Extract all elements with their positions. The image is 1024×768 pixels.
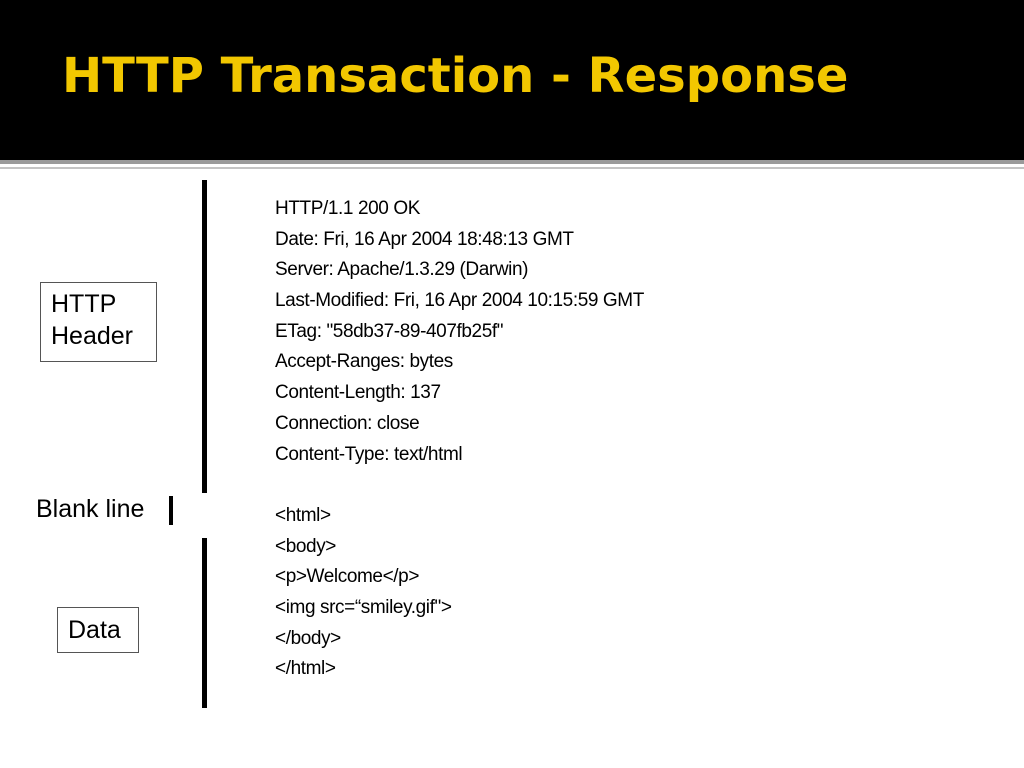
title-band: HTTP Transaction - Response xyxy=(0,0,1024,160)
blank-line-label: Blank line xyxy=(36,495,145,523)
response-body-line: <html> xyxy=(275,504,331,526)
response-body-line: <body> xyxy=(275,535,336,557)
response-blank-line xyxy=(275,470,644,501)
data-section-bracket xyxy=(202,538,207,708)
blank-line-bracket xyxy=(169,496,173,525)
data-label: Data xyxy=(57,607,139,653)
http-header-label-line1: HTTP xyxy=(51,290,117,318)
response-header-line: ETag: "58db37-89-407fb25f" xyxy=(275,320,504,342)
slide-title: HTTP Transaction - Response xyxy=(62,48,849,104)
response-header-line: Content-Type: text/html xyxy=(275,443,463,465)
response-body-line: <p>Welcome</p> xyxy=(275,566,420,588)
response-header-line: Server: Apache/1.3.29 (Darwin) xyxy=(275,259,529,281)
response-header-line: Connection: close xyxy=(275,412,420,434)
http-response-listing: HTTP/1.1 200 OK Date: Fri, 16 Apr 2004 1… xyxy=(275,194,644,685)
http-header-label: HTTP Header xyxy=(40,282,157,362)
title-divider-line-thin xyxy=(0,167,1024,169)
response-body-line: </body> xyxy=(275,627,341,649)
title-divider-line xyxy=(0,160,1024,164)
response-body-line: <img src=“smiley.gif"> xyxy=(275,596,452,618)
response-header-line: Content-Length: 137 xyxy=(275,382,441,404)
response-status-line: HTTP/1.1 200 OK xyxy=(275,198,421,219)
data-label-text: Data xyxy=(68,616,121,644)
response-body-line: </html> xyxy=(275,658,336,680)
response-header-line: Accept-Ranges: bytes xyxy=(275,351,453,373)
response-header-line: Date: Fri, 16 Apr 2004 18:48:13 GMT xyxy=(275,228,574,250)
header-section-bracket xyxy=(202,180,207,493)
response-header-line: Last-Modified: Fri, 16 Apr 2004 10:15:59… xyxy=(275,290,644,312)
http-header-label-line2: Header xyxy=(51,322,133,350)
